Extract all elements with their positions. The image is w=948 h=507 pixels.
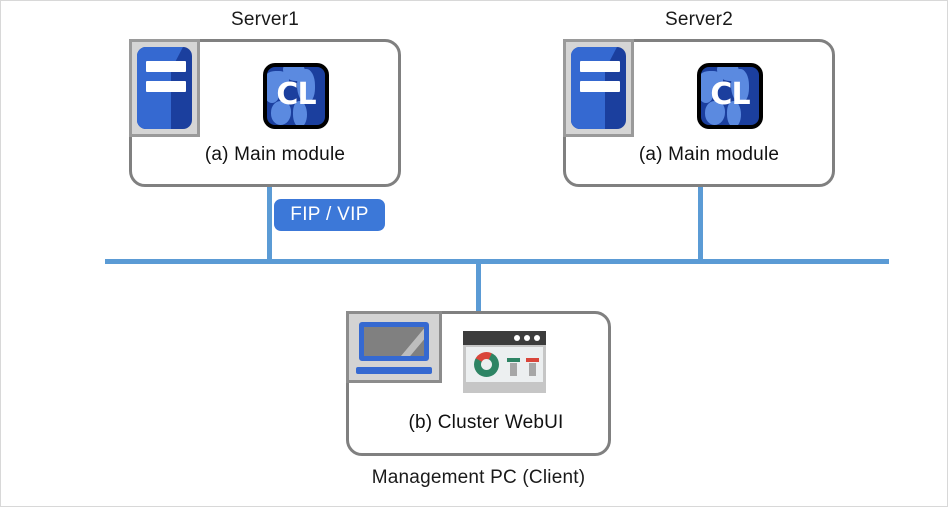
cluster-webui-browser-dashboard-icon	[463, 331, 546, 393]
fip-vip-badge: FIP / VIP	[274, 199, 385, 231]
server2-clusterpro-cl-logo-icon: CL	[697, 63, 763, 129]
server2-cl-logo-text: CL	[710, 77, 750, 112]
management-pc-title: Management PC (Client)	[371, 467, 586, 488]
kpi-bar-green-icon	[507, 358, 520, 376]
server2-title: Server2	[665, 9, 733, 30]
server1-title: Server1	[231, 9, 299, 30]
server1-main-module-caption: (a) Main module	[204, 144, 346, 165]
donut-chart-icon	[474, 352, 499, 377]
kpi-bar-red-icon	[526, 358, 539, 376]
management-pc-network-link	[476, 259, 481, 313]
server2-main-module-caption: (a) Main module	[638, 144, 780, 165]
browser-dot-1	[514, 335, 520, 341]
cluster-webui-caption: (b) Cluster WebUI	[408, 412, 564, 433]
browser-dot-3	[534, 335, 540, 341]
server2-network-link	[698, 187, 703, 263]
management-pc-laptop-icon	[346, 311, 442, 383]
server1-server-rack-icon	[129, 39, 200, 137]
server2-server-rack-icon	[563, 39, 634, 137]
network-bus-line	[105, 259, 889, 264]
server1-network-link	[267, 187, 272, 263]
browser-dot-2	[524, 335, 530, 341]
server1-cl-logo-text: CL	[276, 77, 316, 112]
server1-clusterpro-cl-logo-icon: CL	[263, 63, 329, 129]
